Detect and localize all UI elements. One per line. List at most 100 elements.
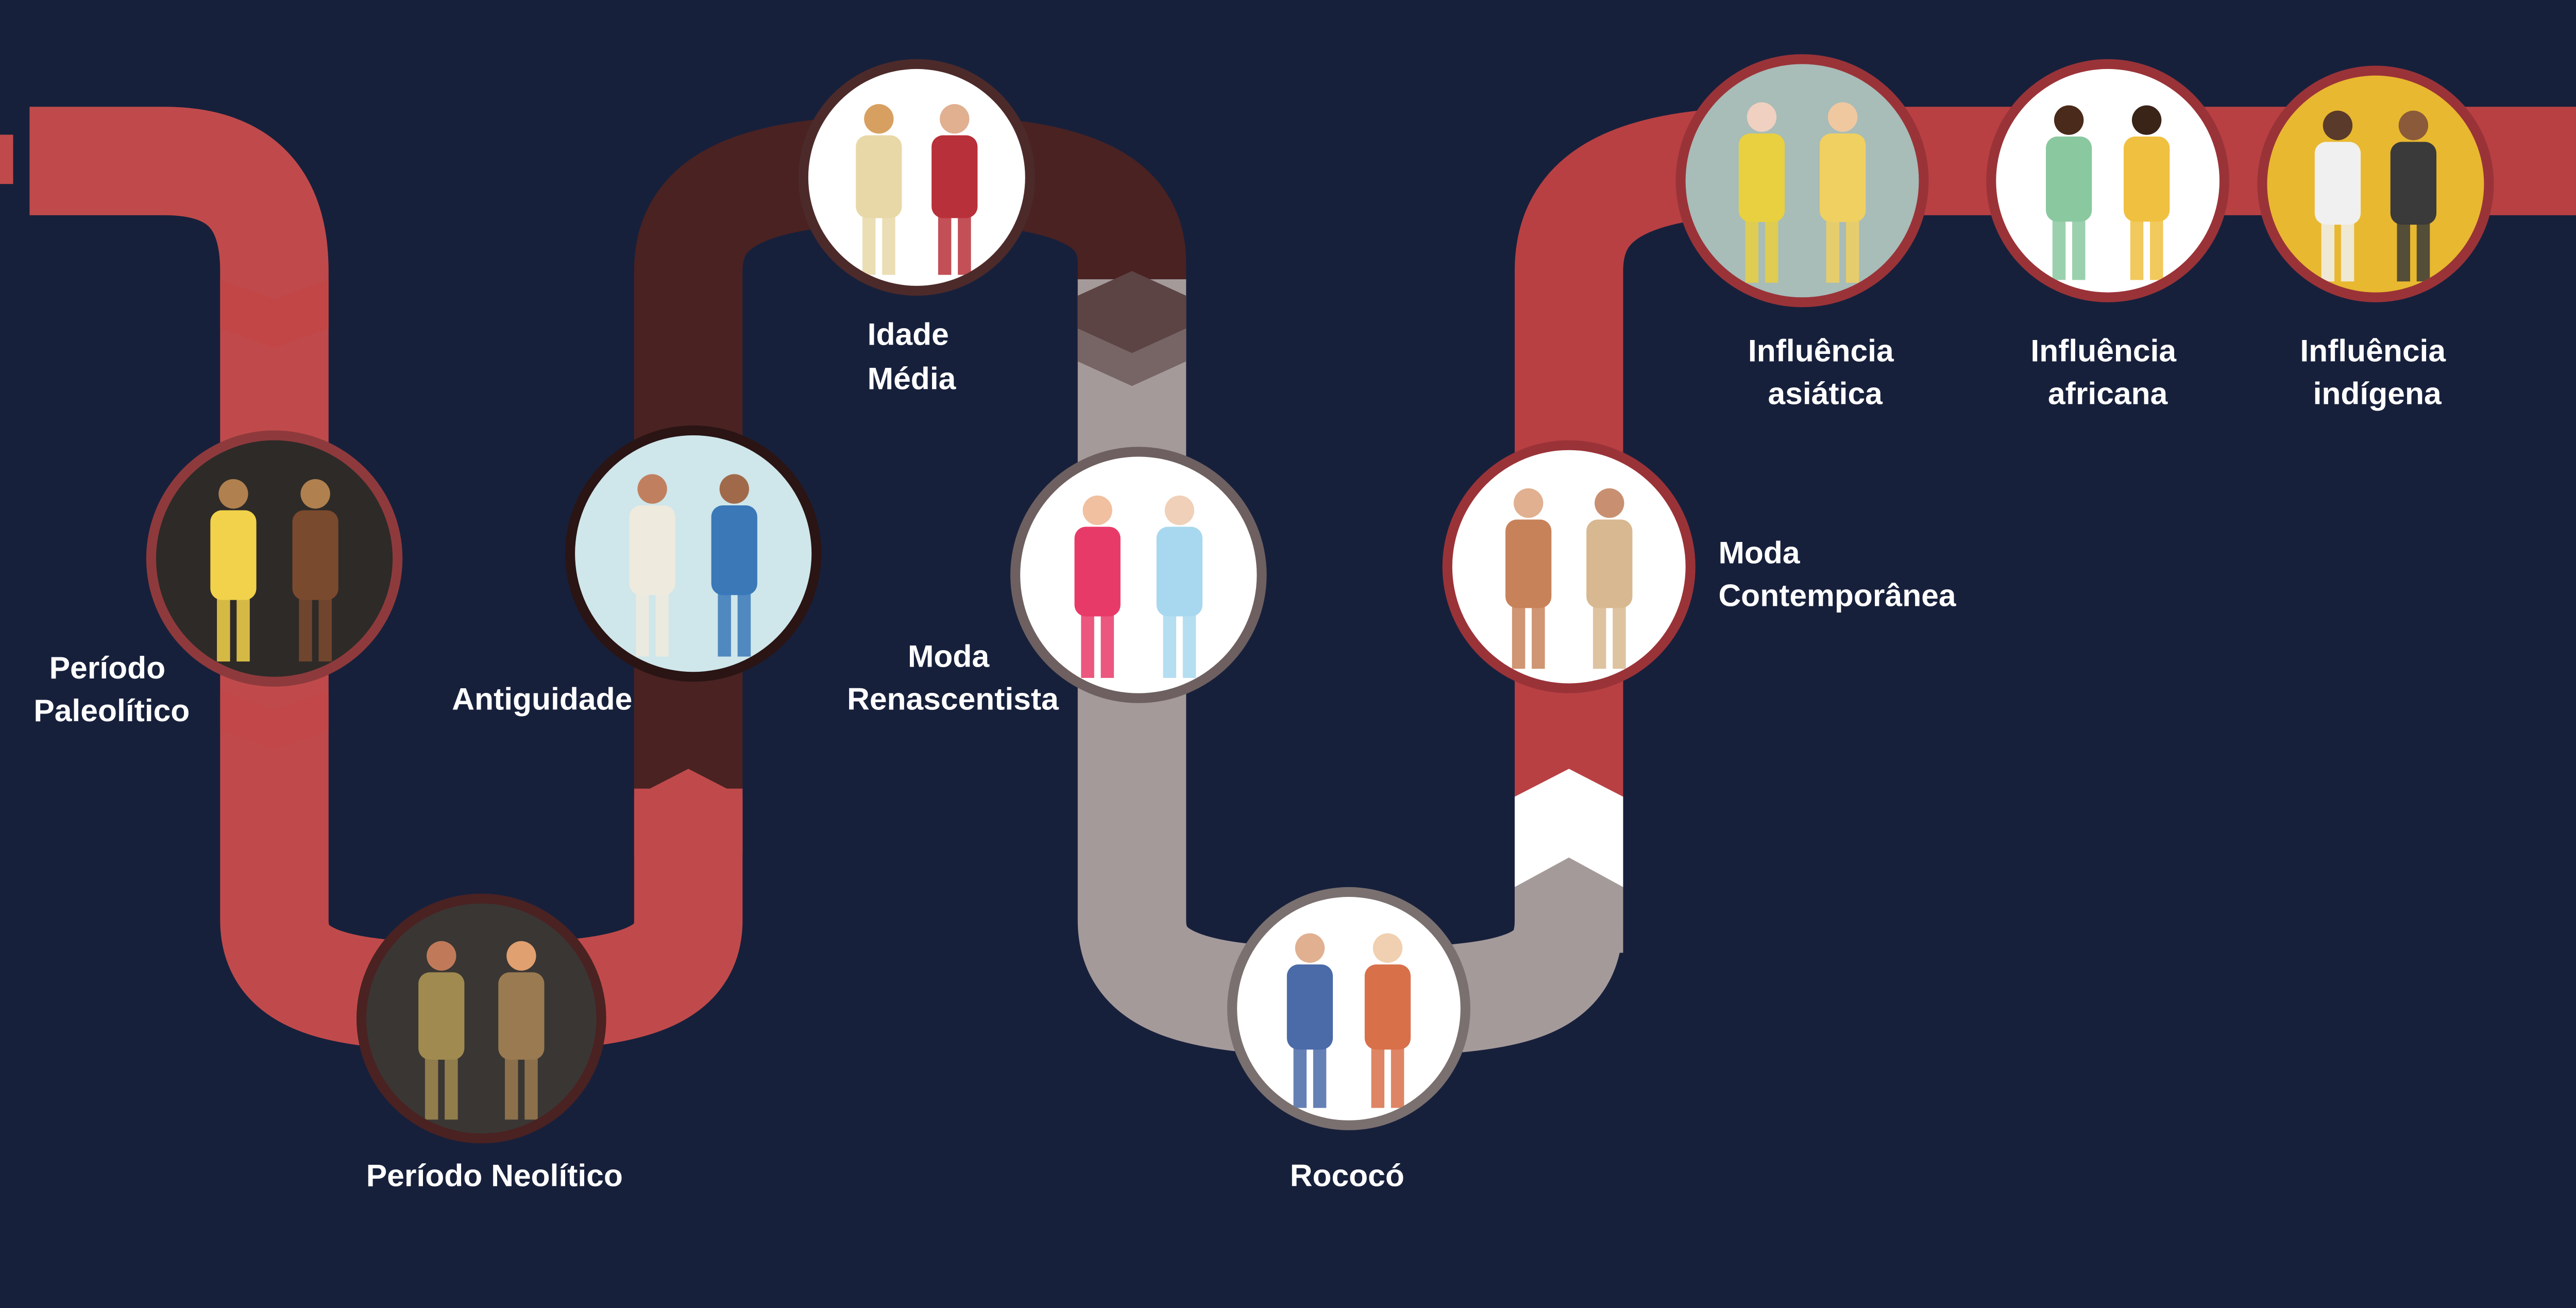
figure-leg (2130, 219, 2144, 280)
label-asiatica: Influência asiática (1748, 333, 1903, 411)
figure-leg (1745, 219, 1759, 283)
figure-leg (1371, 1047, 1385, 1108)
label-line: Moda (1718, 535, 1800, 570)
figure-head (1827, 102, 1858, 132)
figure-leg (2150, 219, 2163, 280)
figure-head (637, 474, 667, 504)
figure-body (1819, 133, 1866, 222)
circle-background (1020, 456, 1257, 693)
illustration-contemporanea (1442, 440, 1696, 693)
label-line: Influência (2300, 333, 2446, 368)
illustration-figures (210, 479, 338, 662)
label-line: Influência (1748, 333, 1894, 368)
circle-background (1996, 69, 2220, 293)
illustration-figures (418, 941, 545, 1120)
label-neolitico: Período Neolítico (366, 1158, 623, 1193)
illustration-indigena (2257, 65, 2494, 302)
track-start-mark (0, 134, 13, 184)
chevron-decoration (634, 769, 743, 855)
figure-leg (1613, 605, 1626, 669)
figure-head (864, 104, 894, 134)
label-line: Média (868, 361, 957, 396)
figure-body (931, 135, 978, 218)
figure-leg (1765, 219, 1778, 283)
illustration-africana (1986, 59, 2230, 302)
figure-leg (445, 1057, 458, 1120)
figure-leg (1100, 614, 1114, 678)
figure-leg (862, 215, 876, 275)
figure-leg (1846, 219, 1859, 283)
chevron-decoration (220, 690, 329, 750)
figure-leg (299, 597, 312, 662)
chevron-decoration (1077, 328, 1187, 386)
circle-background (1685, 64, 1919, 298)
figure-head (1747, 102, 1777, 132)
figure-leg (425, 1057, 438, 1120)
illustrations (146, 54, 2494, 1144)
label-antiguidade: Antiguidade (452, 682, 632, 717)
figure-leg (958, 215, 971, 275)
illustration-rococo (1227, 887, 1470, 1130)
figure-head (1372, 933, 1403, 963)
figure-head (1513, 488, 1544, 518)
circle-background (575, 435, 812, 672)
illustration-figures (1286, 933, 1411, 1108)
label-line: asiática (1768, 376, 1884, 411)
label-rococo: Rococó (1290, 1158, 1404, 1193)
figure-head (218, 479, 248, 509)
circle-background (156, 440, 393, 677)
figure-body (1505, 519, 1552, 608)
label-contemporanea: Moda Contemporânea (1718, 535, 1956, 613)
track-segment-red-1 (29, 107, 743, 1051)
figure-head (719, 474, 749, 504)
figure-leg (217, 597, 230, 662)
illustration-figures (856, 104, 978, 275)
figure-leg (1182, 614, 1196, 678)
illustration-figures (629, 474, 757, 657)
figure-head (1295, 933, 1325, 963)
figure-head (940, 104, 970, 134)
figure-leg (737, 592, 751, 657)
figure-head (1595, 488, 1624, 518)
label-line: Período Neolítico (366, 1158, 623, 1193)
illustration-antiguidade (565, 425, 822, 682)
label-line: africana (2048, 376, 2168, 411)
label-line: Período (49, 650, 166, 685)
figure-head (427, 941, 456, 971)
figure-leg (1532, 605, 1545, 669)
figure-leg (882, 215, 895, 275)
figure-leg (1826, 219, 1840, 283)
label-renascentista: Moda Renascentista (847, 639, 1059, 717)
label-idade-media: Idade Média (868, 317, 958, 396)
circle-background (808, 69, 1025, 286)
figure-leg (636, 592, 649, 657)
illustration-figures (2046, 105, 2170, 280)
figure-body (1586, 519, 1633, 608)
fashion-timeline: Período Paleolítico Período Neolítico An… (0, 54, 2576, 1193)
label-line: Contemporânea (1718, 578, 1956, 613)
figure-leg (236, 597, 250, 662)
illustration-idade-media (798, 59, 1035, 296)
figure-leg (1391, 1047, 1404, 1108)
figure-body (292, 510, 338, 600)
figure-head (300, 479, 330, 509)
illustration-neolitico (356, 893, 606, 1144)
figure-body (856, 135, 902, 218)
figure-leg (1592, 605, 1606, 669)
label-line: Paleolítico (33, 693, 190, 728)
figure-body (2046, 137, 2092, 222)
circle-background (366, 903, 597, 1134)
figure-leg (2052, 219, 2066, 280)
figure-body (418, 972, 465, 1060)
figure-body (1074, 526, 1121, 617)
figure-leg (655, 592, 669, 657)
label-line: Influência (2030, 333, 2177, 368)
figure-body (1364, 964, 1411, 1050)
figure-leg (2341, 222, 2354, 282)
illustration-figures (1074, 495, 1203, 678)
circle-background (1237, 897, 1461, 1120)
illustration-asiatica (1675, 54, 1929, 308)
circle-background (1452, 450, 1686, 684)
illustration-renascentista (1010, 447, 1267, 703)
figure-leg (318, 597, 332, 662)
